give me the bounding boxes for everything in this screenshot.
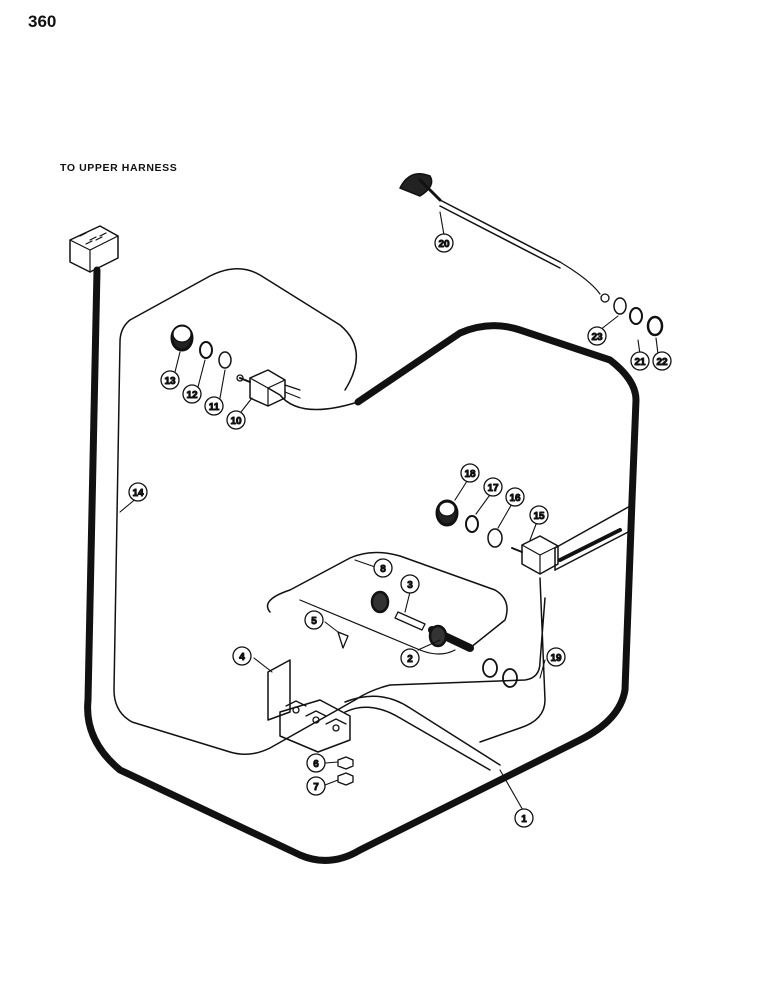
washer-23 bbox=[613, 297, 627, 315]
wire-8-loop bbox=[266, 551, 508, 649]
callout-1: 1 bbox=[514, 808, 534, 828]
washer-22 bbox=[646, 315, 664, 337]
nut-6 bbox=[337, 756, 354, 770]
callout-17: 17 bbox=[483, 477, 503, 497]
svg-text:10: 10 bbox=[230, 416, 242, 427]
callout-10: 10 bbox=[226, 410, 246, 430]
svg-text:7: 7 bbox=[313, 782, 319, 793]
svg-text:3: 3 bbox=[407, 580, 413, 591]
callout-18: 18 bbox=[460, 463, 480, 483]
wire-1 bbox=[344, 706, 491, 771]
svg-text:11: 11 bbox=[209, 402, 220, 413]
callout-16: 16 bbox=[505, 487, 525, 507]
washer-21 bbox=[629, 307, 643, 325]
callout-21: 21 bbox=[630, 351, 650, 371]
callout-2: 2 bbox=[400, 648, 420, 668]
callout-19: 19 bbox=[546, 647, 566, 667]
page-number: 360 bbox=[28, 12, 57, 31]
svg-text:22: 22 bbox=[656, 357, 668, 368]
callout-6: 6 bbox=[306, 753, 326, 773]
svg-text:13: 13 bbox=[164, 376, 176, 387]
washer-16 bbox=[487, 528, 503, 548]
fuse-holder-2 bbox=[370, 590, 518, 688]
svg-text:20: 20 bbox=[438, 239, 450, 250]
svg-text:17: 17 bbox=[487, 483, 499, 494]
callout-20: 20 bbox=[434, 233, 454, 253]
callout-15: 15 bbox=[529, 505, 549, 525]
svg-text:4: 4 bbox=[239, 652, 245, 663]
callout-23: 23 bbox=[587, 326, 607, 346]
svg-text:14: 14 bbox=[132, 488, 144, 499]
fuse-3 bbox=[394, 611, 426, 631]
callout-12: 12 bbox=[182, 384, 202, 404]
svg-text:5: 5 bbox=[311, 616, 317, 627]
leader-lines bbox=[119, 211, 659, 813]
callout-14: 14 bbox=[128, 482, 148, 502]
washer-12 bbox=[199, 341, 213, 359]
terminal-bracket-4 bbox=[267, 659, 351, 753]
callout-7: 7 bbox=[306, 776, 326, 796]
svg-text:15: 15 bbox=[533, 511, 545, 522]
svg-text:18: 18 bbox=[464, 469, 476, 480]
main-harness-thick bbox=[84, 266, 640, 864]
upper-harness-label: TO UPPER HARNESS bbox=[60, 162, 178, 174]
washer-17 bbox=[465, 515, 479, 533]
screw-5 bbox=[337, 631, 349, 649]
svg-text:21: 21 bbox=[634, 357, 646, 368]
svg-text:2: 2 bbox=[407, 654, 413, 665]
upper-harness-connector bbox=[69, 225, 119, 273]
callout-11: 11 bbox=[204, 396, 224, 416]
svg-text:23: 23 bbox=[591, 332, 603, 343]
nut-7 bbox=[337, 772, 354, 786]
inner-harness-loop bbox=[113, 268, 546, 755]
svg-text:8: 8 bbox=[380, 564, 386, 575]
svg-text:12: 12 bbox=[186, 390, 198, 401]
callout-13: 13 bbox=[160, 370, 180, 390]
callout-4: 4 bbox=[232, 646, 252, 666]
switch-15 bbox=[511, 535, 559, 575]
knob-13 bbox=[170, 324, 194, 352]
knob-18 bbox=[435, 499, 459, 527]
svg-text:19: 19 bbox=[550, 653, 562, 664]
svg-text:6: 6 bbox=[313, 759, 319, 770]
svg-text:1: 1 bbox=[521, 814, 527, 825]
pull-cable-20 bbox=[399, 173, 610, 303]
callout-8: 8 bbox=[373, 558, 393, 578]
svg-text:16: 16 bbox=[509, 493, 521, 504]
washer-11 bbox=[218, 351, 232, 369]
callout-5: 5 bbox=[304, 610, 324, 630]
switch-10 bbox=[236, 369, 301, 407]
callout-3: 3 bbox=[400, 574, 420, 594]
callout-22: 22 bbox=[652, 351, 672, 371]
